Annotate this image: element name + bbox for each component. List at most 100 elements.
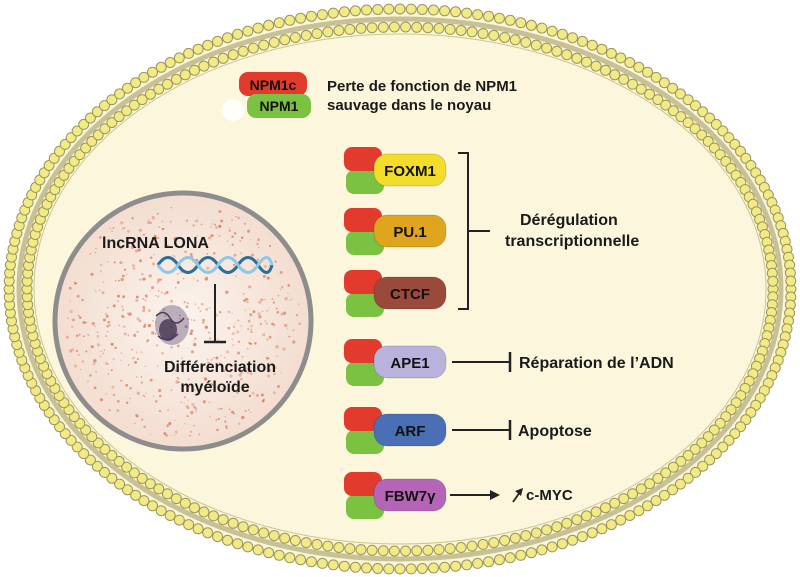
membrane-bead	[577, 531, 588, 543]
chromatin-dot	[148, 274, 152, 278]
membrane-bead	[422, 544, 434, 556]
chromatin-dot	[155, 344, 159, 347]
membrane-bead	[322, 540, 334, 552]
membrane-bead	[338, 560, 350, 572]
chromatin-dot	[158, 388, 162, 393]
chromatin-dot	[241, 355, 244, 358]
membrane-bead	[128, 467, 140, 479]
chromatin-dot	[239, 240, 242, 242]
membrane-bead	[372, 563, 384, 574]
chromatin-dot	[118, 324, 120, 327]
chromatin-dot	[213, 223, 217, 226]
chromatin-dot	[274, 260, 277, 263]
membrane-bead	[499, 535, 511, 546]
chromatin-dot	[110, 369, 113, 372]
chromatin-dot	[209, 415, 211, 418]
chromatin-dot	[194, 337, 197, 340]
chromatin-dot	[105, 362, 108, 365]
chromatin-dot	[92, 362, 96, 366]
chromatin-dot	[220, 365, 224, 368]
chromatin-dot	[143, 425, 146, 428]
chromatin-dot	[194, 407, 198, 411]
chromatin-dot	[219, 354, 222, 357]
chromatin-dot	[256, 243, 259, 246]
membrane-bead	[455, 25, 467, 36]
membrane-bead	[499, 32, 511, 43]
membrane-bead	[674, 88, 686, 100]
membrane-bead	[147, 66, 158, 78]
membrane-bead	[372, 4, 384, 15]
chromatin-dot	[234, 322, 236, 324]
chromatin-dot	[114, 346, 117, 350]
chromatin-dot	[276, 384, 281, 389]
chromatin-dot	[282, 347, 286, 351]
chromatin-dot	[91, 322, 95, 326]
chromatin-dot	[212, 356, 215, 359]
membrane-bead	[289, 32, 301, 43]
membrane-bead	[541, 524, 553, 536]
chromatin-dot	[153, 253, 155, 256]
membrane-bead	[690, 100, 701, 112]
membrane-bead	[660, 467, 672, 479]
chromatin-dot	[111, 385, 115, 389]
membrane-bead	[411, 21, 423, 33]
partner-label: FOXM1	[384, 163, 436, 180]
chromatin-dot	[266, 338, 269, 341]
chromatin-dot	[120, 359, 122, 362]
membrane-bead	[596, 523, 608, 535]
chromatin-dot	[89, 374, 92, 377]
membrane-bead	[556, 538, 568, 550]
chromatin-dot	[281, 285, 284, 289]
membrane-bead	[232, 538, 244, 550]
chromatin-dot	[137, 358, 139, 361]
chromatin-dot	[249, 313, 253, 317]
chromatin-dot	[186, 219, 189, 222]
membrane-bead	[237, 45, 249, 57]
chromatin-dot	[228, 227, 231, 229]
membrane-bead	[667, 82, 678, 94]
membrane-bead	[189, 502, 200, 514]
membrane-bead	[189, 64, 200, 76]
membrane-bead	[509, 34, 521, 46]
membrane-bead	[327, 7, 339, 19]
membrane-bead	[263, 547, 275, 559]
legend: NPM1c NPM1 Perte de fonction de NPM1 sau…	[239, 72, 517, 118]
chromatin-dot	[160, 291, 164, 294]
chromatin-dot	[112, 227, 115, 229]
chromatin-dot	[252, 310, 256, 313]
membrane-bead	[295, 12, 307, 24]
membrane-bead	[586, 527, 598, 539]
membrane-bead	[571, 52, 583, 64]
membrane-bead	[567, 534, 578, 546]
membrane-bead	[600, 64, 611, 76]
membrane-bead	[609, 69, 621, 81]
chromatin-dots	[65, 207, 301, 437]
chromatin-dot	[109, 227, 111, 229]
chromatin-dot	[202, 318, 206, 322]
membrane-bead	[99, 123, 111, 135]
chromatin-dot	[215, 419, 218, 421]
protein-complex-fbw7: FBW7γ	[344, 472, 447, 519]
chromatin-dot	[126, 312, 129, 315]
dna-repair-inhibition	[452, 352, 512, 372]
chromatin-dot	[156, 365, 159, 367]
membrane-bead	[667, 461, 679, 473]
partner-shape	[373, 413, 447, 447]
chromatin-dot	[159, 394, 162, 398]
chromatin-dot	[161, 220, 164, 223]
membrane-bead	[667, 105, 679, 117]
membrane-bead	[605, 519, 617, 531]
membrane-bead	[78, 448, 90, 460]
chromatin-dot	[85, 350, 88, 353]
chromatin-dot	[185, 305, 189, 309]
membrane-bead	[273, 549, 285, 561]
chromatin-dot	[218, 209, 222, 214]
chromatin-dot	[119, 247, 122, 250]
chromatin-dot	[183, 402, 185, 404]
chromatin-dot	[103, 349, 105, 351]
chromatin-dot	[164, 433, 168, 437]
membrane-bead	[198, 60, 210, 72]
chromatin-dot	[128, 312, 132, 316]
partner-label: FBW7γ	[385, 488, 436, 505]
